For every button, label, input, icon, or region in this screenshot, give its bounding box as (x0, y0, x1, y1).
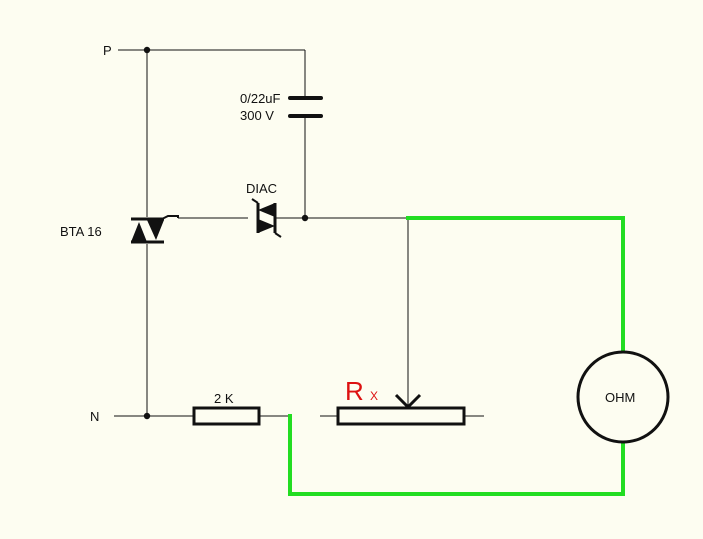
triac-triangle-down (147, 220, 164, 240)
resistor-2k (192, 406, 261, 426)
diac-tail-bottom (274, 232, 282, 238)
test-lead-top (406, 216, 625, 354)
wiper-arrow (394, 393, 422, 410)
meter-label: OHM (605, 390, 635, 405)
junction-p (143, 46, 151, 54)
node-p-label: P (103, 43, 112, 58)
capacitor (288, 96, 323, 118)
ohmmeter (576, 350, 670, 444)
node-n-label: N (90, 409, 99, 424)
capacitor-voltage-label: 300 V (240, 108, 274, 123)
diac-symbol (251, 198, 282, 238)
junction-capacitor (301, 214, 309, 222)
triac-label: BTA 16 (60, 224, 102, 239)
wires (114, 49, 484, 417)
rx-subscript: X (370, 389, 378, 403)
diac-triangle-left (258, 203, 275, 217)
diac-triangle-right (258, 219, 275, 233)
diac-tail-top (251, 198, 259, 204)
resistor-rx (336, 406, 466, 426)
resistor-2k-label: 2 K (214, 391, 234, 406)
triac-triangle-up (131, 222, 147, 242)
diac-label: DIAC (246, 181, 277, 196)
triac-gate (157, 215, 179, 222)
triac-symbol (131, 215, 179, 244)
rx-label: R (345, 376, 364, 406)
test-lead-bottom (288, 414, 625, 496)
junction-n (143, 412, 151, 420)
capacitor-value-label: 0/22uF (240, 91, 281, 106)
